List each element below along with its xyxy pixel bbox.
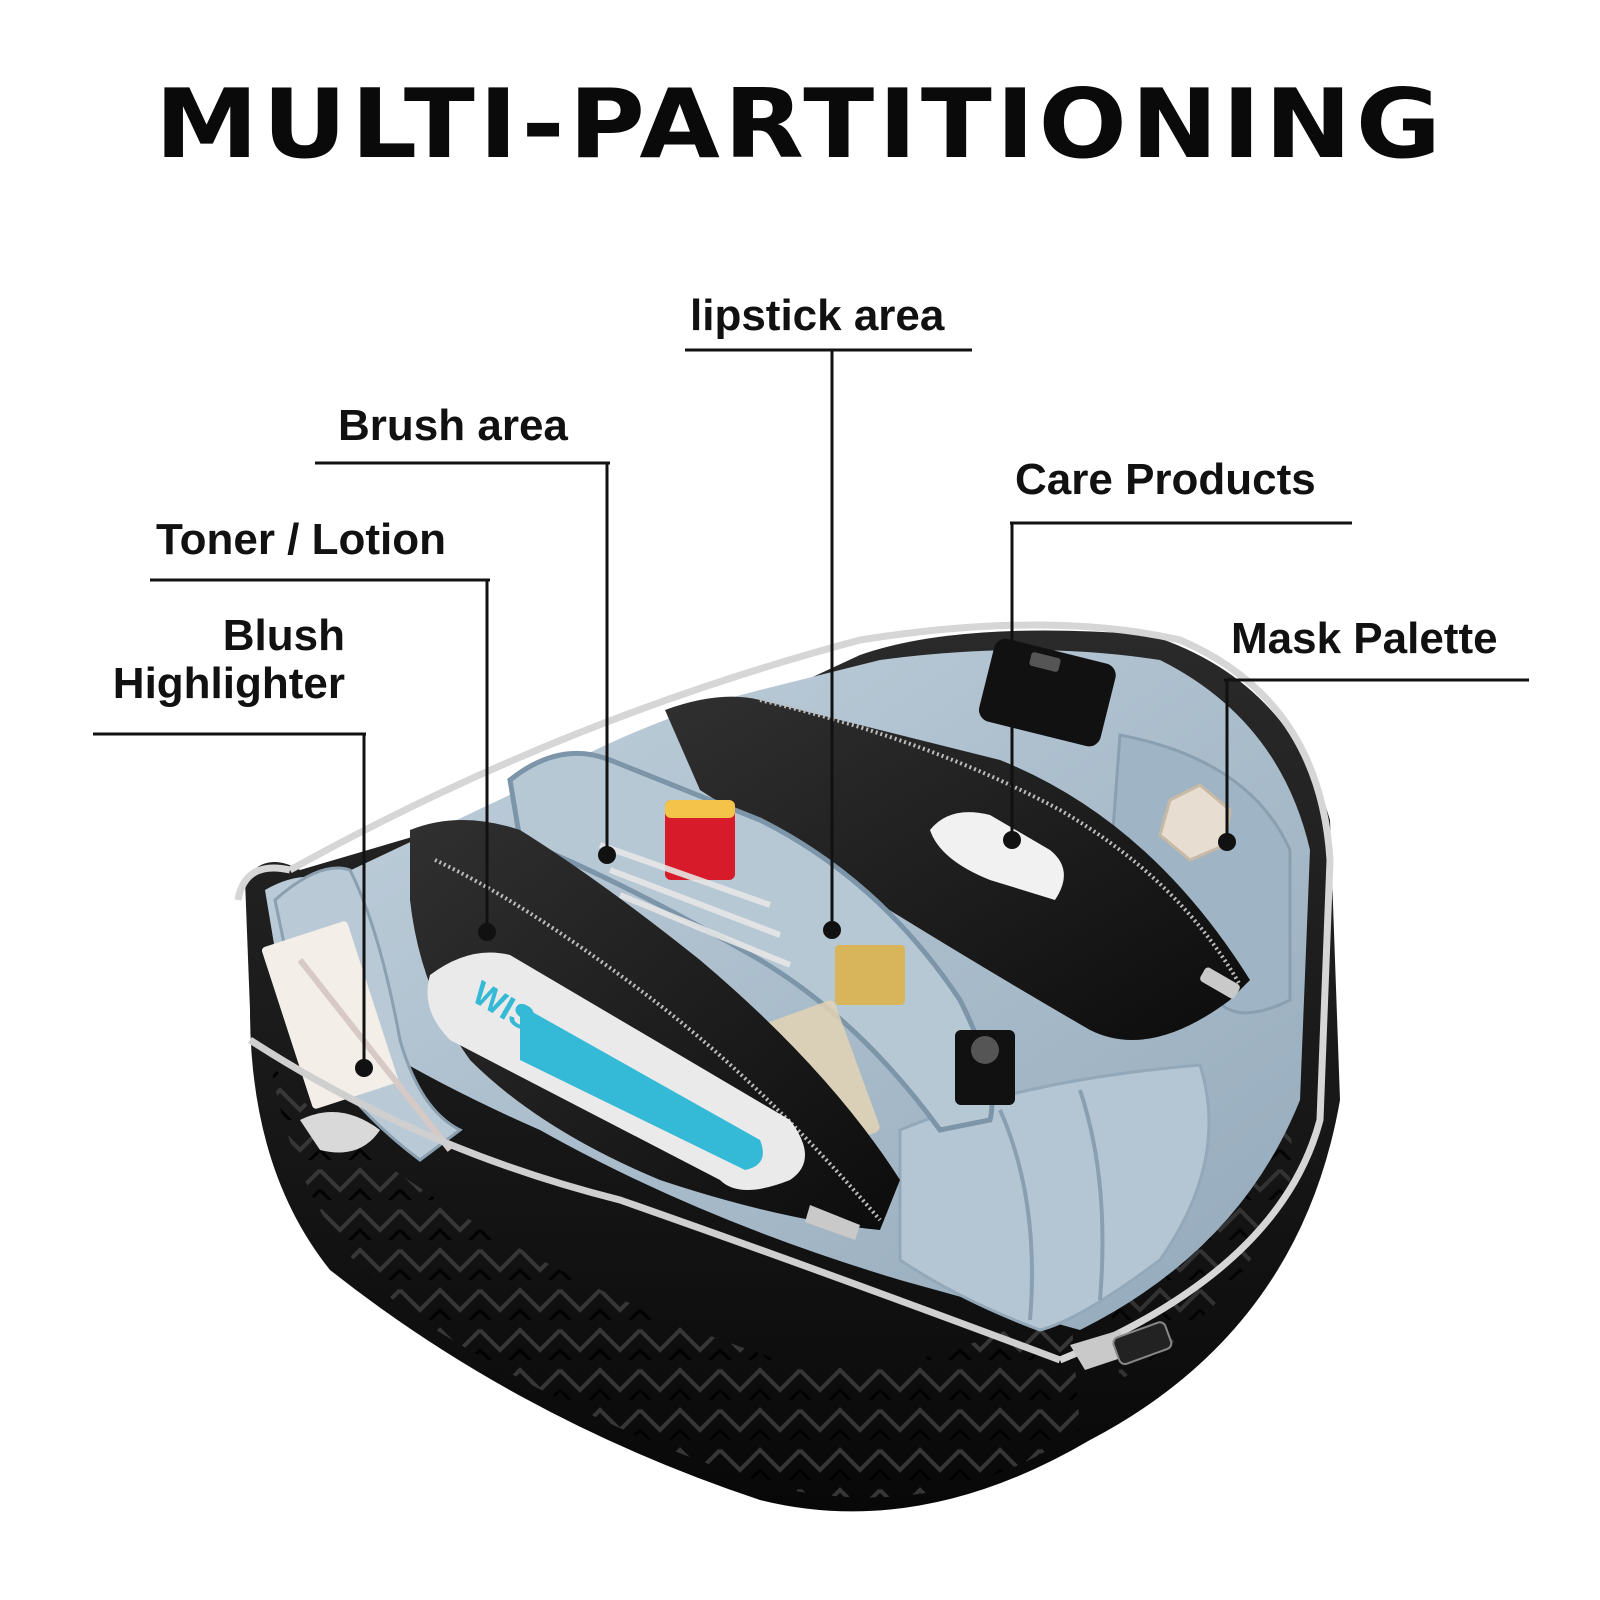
zipper-track	[234, 621, 1334, 1364]
blush-dot	[355, 1059, 373, 1077]
headline: MULTI-PARTITIONING	[154, 67, 1446, 181]
callout-care-products: Care Products	[1015, 455, 1316, 504]
lipstick-dot	[823, 921, 841, 939]
callout-brush-area: Brush area	[338, 401, 568, 450]
callout-blush-line1: Blush	[222, 611, 345, 660]
callout-toner-lotion: Toner / Lotion	[156, 515, 447, 564]
care-dot	[1003, 831, 1021, 849]
care-pouch	[665, 696, 1250, 1040]
red-lipstick	[665, 800, 735, 880]
black-lipstick	[955, 1030, 1015, 1105]
brand-emblem	[300, 1112, 380, 1153]
callout-blush-line2: Highlighter	[112, 659, 345, 708]
callout-lipstick-area: lipstick area	[690, 291, 945, 340]
white-bottle	[930, 812, 1064, 900]
gold-lipstick	[835, 945, 905, 1005]
brush-dot	[598, 846, 616, 864]
callout-mask-palette: Mask Palette	[1231, 614, 1498, 663]
callout-blush-highlighter: Blush Highlighter	[90, 612, 345, 708]
front-pockets	[898, 1063, 1211, 1332]
toner-dot	[478, 923, 496, 941]
mask-dot	[1218, 833, 1236, 851]
